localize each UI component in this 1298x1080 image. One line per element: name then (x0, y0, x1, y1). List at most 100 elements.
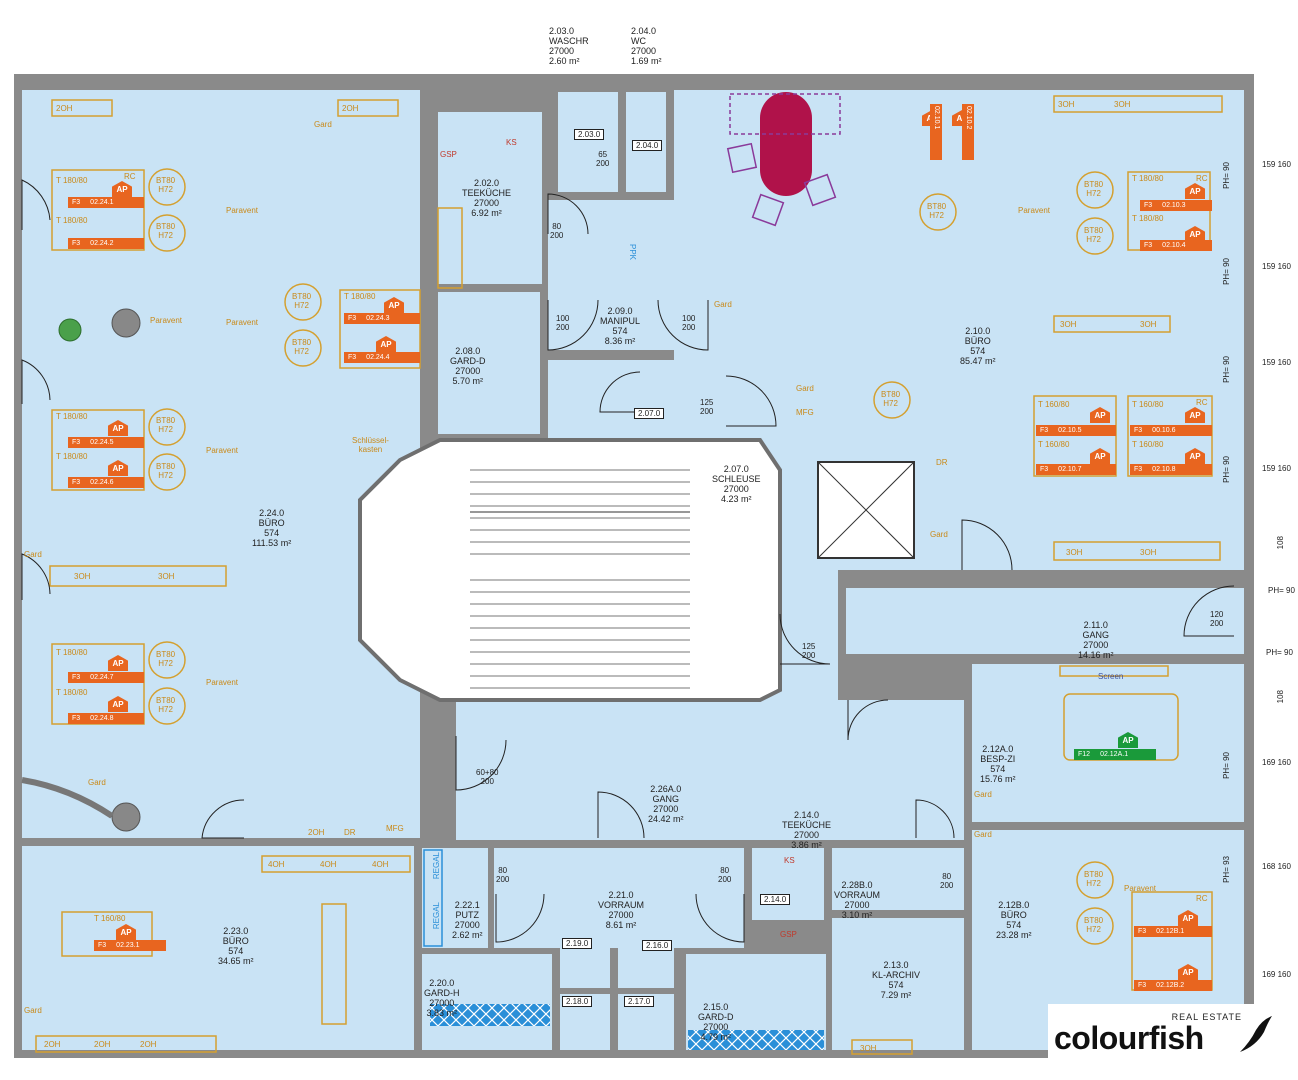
workstation-tag: 02.10.2 (962, 104, 974, 160)
cabinet-label: 2OH (140, 1040, 157, 1049)
ppk-label: PPK (628, 244, 637, 261)
ph-label: PH= 90 (1222, 356, 1231, 383)
colourfish-logo: REAL ESTATE colourfish (1048, 1004, 1284, 1064)
regal-label: REGAL (432, 902, 441, 930)
paravent-label: Paravent (206, 446, 239, 455)
door-dimension: 80 200 (718, 866, 732, 884)
rc-label: RC (1196, 894, 1208, 903)
table-label: BT80 H72 (156, 416, 176, 434)
door-dimension: 80 200 (496, 866, 510, 884)
gard-label: Gard (714, 300, 732, 309)
room-2-14-0-floor (752, 848, 824, 920)
regal-shelf (423, 849, 443, 947)
cabinet-label: 3OH (1140, 320, 1157, 329)
desk-label: T 180/80 (1132, 214, 1164, 223)
room-tag: 2.07.0 (634, 408, 665, 419)
cabinet-label: 4OH (268, 860, 285, 869)
sill-label: 159 160 (1262, 160, 1291, 169)
cabinet-label: 3OH (860, 1044, 877, 1053)
room-2-13-0-floor (832, 918, 964, 1050)
desk-label: T 180/80 (344, 292, 376, 301)
door-swings (21, 179, 1235, 943)
key-cabinet-label: Schlüssel- kasten (352, 436, 389, 454)
table-label: BT80 H72 (927, 202, 947, 220)
ks-label: KS (506, 138, 517, 147)
door-dimension: 80 200 (940, 872, 954, 890)
fish-icon (1240, 1016, 1272, 1052)
desk-label: T 180/80 (56, 216, 88, 225)
gard-label: Gard (796, 384, 814, 393)
table-label: BT80 H72 (881, 390, 901, 408)
workstation-tag: 02.10.1 (930, 104, 942, 160)
room-2-28B-0-floor (832, 848, 964, 910)
cabinet-label: 3OH (1058, 100, 1075, 109)
paravent-label: Paravent (226, 318, 259, 327)
gard-label: Gard (974, 790, 992, 799)
ap-icon: AP (116, 924, 136, 940)
door-dimension: 125 200 (802, 642, 816, 660)
gard-label: Gard (314, 120, 332, 129)
ap-icon: AP (108, 420, 128, 436)
cabinet-label: 2OH (56, 104, 73, 113)
room-2-08-0-floor (438, 292, 540, 434)
ap-icon: AP (112, 181, 132, 197)
gard-label: Gard (930, 530, 948, 539)
sill-label: 159 160 (1262, 358, 1291, 367)
ap-icon: AP (108, 655, 128, 671)
room-tag: 2.04.0 (632, 140, 663, 151)
cabinet-label: 2OH (308, 828, 325, 837)
paravent-label: Paravent (150, 316, 183, 325)
table-label: BT80 H72 (156, 462, 176, 480)
sill-label: 108 (1276, 690, 1285, 704)
mfg-label: MFG (386, 824, 404, 833)
door-dimension: 60+80 200 (476, 768, 499, 786)
meeting-table-crimson (760, 92, 812, 196)
room-tag: 2.19.0 (562, 938, 593, 949)
room-2-23-0-floor (22, 846, 414, 1050)
table-label: BT80 H72 (1084, 180, 1104, 198)
dr-label: DR (344, 828, 356, 837)
ph-label: PH= 90 (1222, 456, 1231, 483)
door-dimension: 100 200 (556, 314, 570, 332)
ap-icon: AP (1185, 448, 1205, 464)
door-dimension: 80 200 (550, 222, 564, 240)
rc-label: RC (1196, 174, 1208, 183)
table-label: BT80 H72 (292, 292, 312, 310)
desk-label: T 180/80 (56, 648, 88, 657)
desk-label: T 180/80 (1132, 174, 1164, 183)
room-2-26A-0-floor (456, 700, 964, 840)
ph-label: PH= 90 (1268, 586, 1295, 595)
room-2-02-0-floor (438, 112, 542, 284)
desk-label: T 160/80 (1132, 400, 1164, 409)
logo-tagline: REAL ESTATE (1171, 1012, 1242, 1022)
room-2-16-0-floor (618, 928, 674, 988)
room-tag: 2.14.0 (760, 894, 791, 905)
rc-label: RC (124, 172, 136, 181)
cabinet-label: 2OH (94, 1040, 111, 1049)
gard-label: Gard (24, 550, 42, 559)
sill-label: 168 160 (1262, 862, 1291, 871)
sill-label: 169 160 (1262, 758, 1291, 767)
sill-label: 159 160 (1262, 464, 1291, 473)
cabinet-label: 2OH (44, 1040, 61, 1049)
paravent-label: Paravent (206, 678, 239, 687)
